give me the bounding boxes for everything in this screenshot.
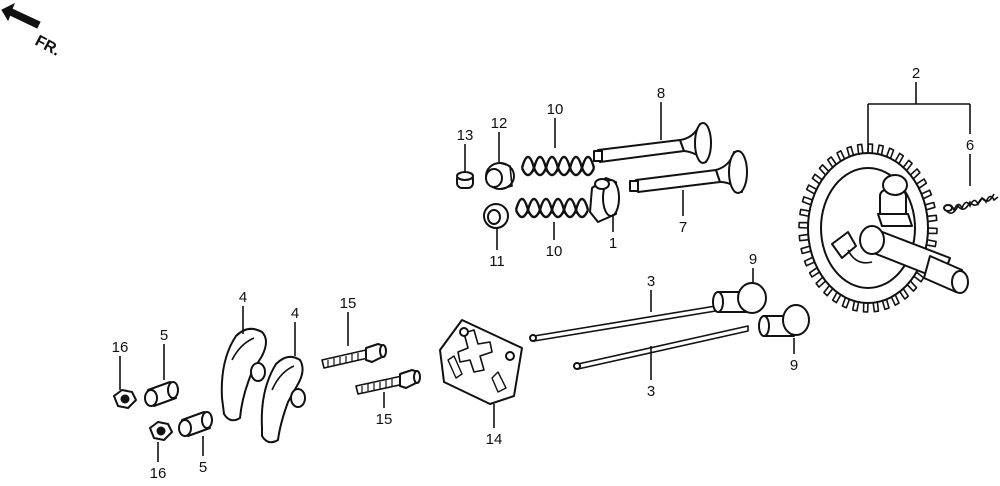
push-rod-guide-plate: [439, 319, 523, 405]
pivot-bolt-upper: [321, 343, 387, 369]
callout-11: 11: [489, 253, 505, 270]
callout-5-lower: 5: [199, 459, 207, 476]
rocker-pivot-lower: [178, 411, 213, 437]
callout-9-lower: 9: [790, 357, 798, 374]
callout-16-upper: 16: [112, 339, 129, 356]
front-direction-label: FR.: [32, 33, 63, 60]
leader-lines: [119, 82, 971, 462]
intake-valve: [593, 122, 712, 164]
callout-15-lower: 15: [376, 411, 393, 428]
callout-6: 6: [966, 137, 974, 154]
callout-8: 8: [657, 85, 665, 102]
tappet-lower: [758, 304, 810, 337]
valve-rotator: [483, 203, 509, 229]
rocker-arm-right: [260, 355, 306, 444]
callout-15-upper: 15: [340, 295, 357, 312]
callout-2: 2: [912, 65, 920, 82]
tappet-upper: [712, 282, 767, 314]
pivot-nut-lower: [149, 421, 173, 441]
push-rod-lower: [573, 325, 749, 370]
front-direction-arrow: [1, 2, 41, 29]
callout-14: 14: [486, 431, 503, 448]
callout-12: 12: [491, 115, 508, 132]
callout-3-lower: 3: [647, 383, 655, 400]
pivot-nut-upper: [113, 389, 137, 409]
valve-cap: [456, 171, 474, 189]
valve-spring-lower: [514, 197, 590, 219]
camshaft-gear: [798, 143, 969, 313]
exhaust-valve: [629, 150, 748, 194]
valve-spring-retainer: [485, 162, 515, 190]
callout-10-upper: 10: [547, 101, 564, 118]
valve-stem-seal: [589, 177, 620, 223]
callout-16-lower: 16: [150, 465, 167, 482]
valve-spring-upper: [520, 155, 596, 177]
callout-4-right: 4: [291, 305, 299, 322]
callout-5-upper: 5: [160, 327, 168, 344]
callout-13: 13: [457, 127, 474, 144]
callout-10-lower: 10: [546, 243, 563, 260]
pivot-bolt-lower: [355, 369, 421, 395]
callout-9-upper: 9: [749, 251, 757, 268]
rocker-pivot-upper: [144, 381, 179, 407]
decompressor-spring: [943, 193, 999, 214]
callout-1: 1: [609, 235, 617, 252]
callout-7: 7: [679, 219, 687, 236]
callout-4-left: 4: [239, 289, 247, 306]
callout-3-upper: 3: [647, 273, 655, 290]
rocker-arm-left: [220, 327, 267, 422]
